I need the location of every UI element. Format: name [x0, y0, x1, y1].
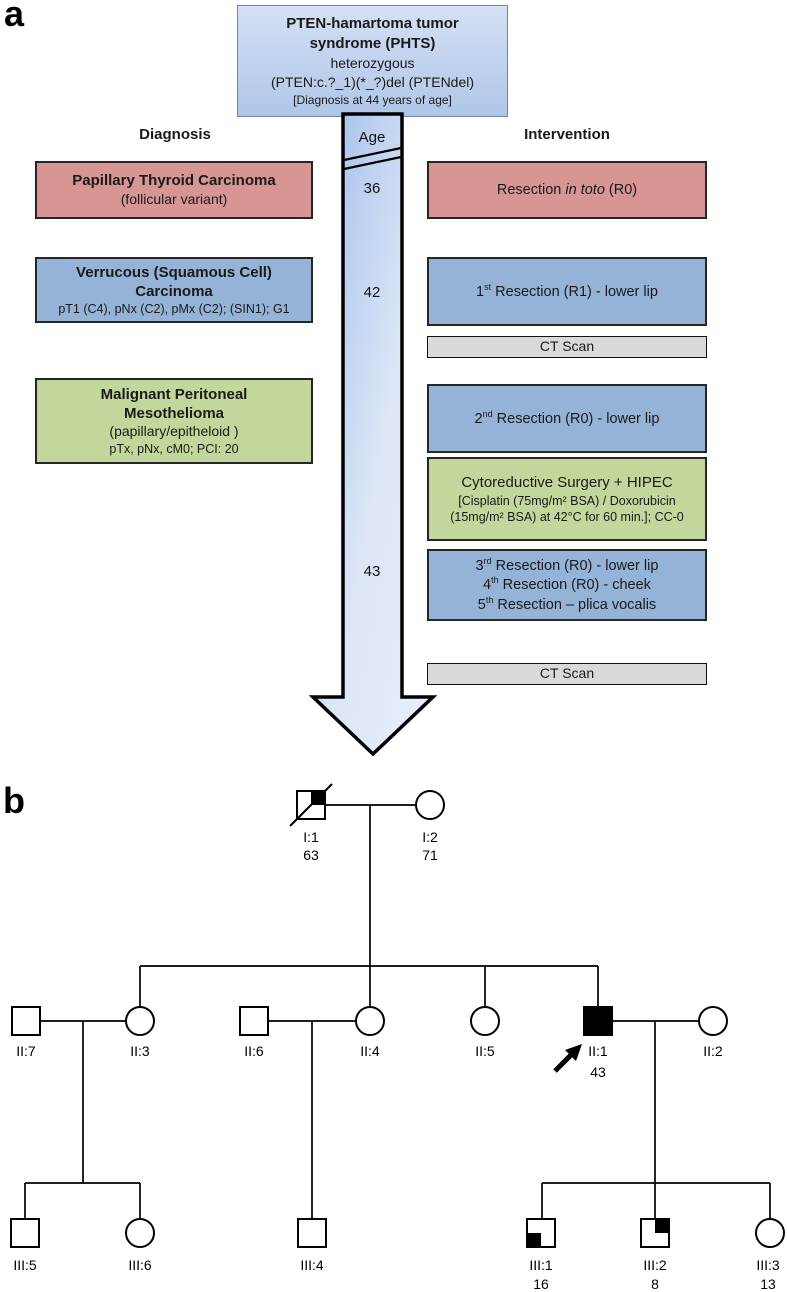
pedigree-id-III1: III:1 — [529, 1257, 553, 1273]
pedigree-id-II7: II:7 — [16, 1043, 36, 1059]
pedigree-age-III2: 8 — [651, 1276, 659, 1292]
pedigree-id-II1: II:1 — [588, 1043, 608, 1059]
pedigree-age-I2: 71 — [422, 847, 438, 863]
diagnosis-title: Malignant Peritoneal — [100, 385, 248, 403]
phts-title-line1: PTEN-hamartoma tumor — [286, 14, 459, 32]
pedigree-symbol-II5-female — [470, 1006, 500, 1036]
hipec-title: Cytoreductive Surgery + HIPEC — [461, 474, 673, 492]
pedigree-symbol-III5-male — [10, 1218, 40, 1248]
pedigree-age-III1: 16 — [533, 1276, 549, 1292]
axis-break-line-2 — [343, 155, 402, 171]
phts-title-line2: syndrome (PHTS) — [309, 35, 436, 53]
pedigree-symbol-III1-male-quadrant — [526, 1218, 556, 1248]
diagnosis-box-papillary-thyroid: Papillary Thyroid Carcinoma (follicular … — [35, 161, 313, 219]
diagnosis-box-peritoneal-mesothelioma: Malignant Peritoneal Mesothelioma (papil… — [35, 378, 313, 464]
pedigree-chart — [10, 783, 785, 1248]
diagnosis-header: Diagnosis — [139, 126, 211, 143]
hipec-detail-1: [Cisplatin (75mg/m² BSA) / Doxorubicin — [458, 493, 676, 508]
pedigree-id-II3: II:3 — [130, 1043, 150, 1059]
intervention-text: Resection in toto (R0) — [496, 181, 638, 198]
phts-line3: heterozygous — [330, 55, 415, 72]
diagnosis-title: Papillary Thyroid Carcinoma — [72, 172, 276, 190]
pedigree-id-III3: III:3 — [756, 1257, 780, 1273]
age-axis-label: Age — [358, 129, 386, 146]
pedigree-id-II5: II:5 — [475, 1043, 495, 1059]
pedigree-symbol-I1-male-deceased-quadrant — [289, 783, 333, 827]
intervention-box-resections-345: 3rd Resection (R0) - lower lip 4th Resec… — [427, 549, 707, 621]
diagnosis-subtitle: (follicular variant) — [120, 190, 228, 207]
axis-break-line-1 — [343, 146, 402, 162]
ct-scan-bar-2: CT Scan — [427, 663, 707, 685]
intervention-box-resection-in-toto: Resection in toto (R0) — [427, 161, 707, 219]
pedigree-id-III5: III:5 — [13, 1257, 37, 1273]
age-42-label: 42 — [363, 284, 381, 301]
pedigree-symbol-II4-female — [355, 1006, 385, 1036]
phts-line5: [Diagnosis at 44 years of age] — [293, 93, 452, 108]
diagnosis-title: Verrucous (Squamous Cell) — [76, 263, 272, 281]
pedigree-symbol-III4-male — [297, 1218, 327, 1248]
intervention-text: 2nd Resection (R0) - lower lip — [474, 408, 660, 427]
intervention-box-resection-1: 1st Resection (R1) - lower lip — [427, 257, 707, 326]
pedigree-symbol-II7-male — [11, 1006, 41, 1036]
pedigree-symbol-I2-female — [415, 790, 445, 820]
intervention-text: 5th Resection – plica vocalis — [477, 594, 657, 613]
phts-line4: (PTEN:c.?_1)(*_?)del (PTENdel) — [270, 74, 475, 91]
ct-scan-bar-1: CT Scan — [427, 336, 707, 358]
age-43-label: 43 — [363, 563, 381, 580]
pedigree-symbol-II2-female — [698, 1006, 728, 1036]
pedigree-age-I1: 63 — [303, 847, 319, 863]
age-36-label: 36 — [363, 180, 381, 197]
age-timeline-arrow — [308, 112, 438, 757]
pedigree-id-I2: I:2 — [422, 829, 438, 845]
pedigree-id-I1: I:1 — [303, 829, 319, 845]
pedigree-id-II4: II:4 — [360, 1043, 380, 1059]
ct-scan-label: CT Scan — [539, 665, 595, 682]
intervention-box-hipec: Cytoreductive Surgery + HIPEC [Cisplatin… — [427, 457, 707, 541]
pedigree-id-III4: III:4 — [300, 1257, 324, 1273]
pedigree-symbol-III6-female — [125, 1218, 155, 1248]
pedigree-age-II1: 43 — [590, 1064, 606, 1080]
proband-arrow-icon — [553, 1044, 582, 1073]
pedigree-id-III2: III:2 — [643, 1257, 667, 1273]
intervention-text: 3rd Resection (R0) - lower lip — [475, 555, 659, 574]
diagnosis-title-2: Carcinoma — [135, 283, 213, 300]
panel-a-label: a — [4, 0, 25, 34]
ct-scan-label: CT Scan — [539, 338, 595, 355]
pedigree-relationship-lines — [24, 804, 771, 1219]
pedigree-symbol-II6-male — [239, 1006, 269, 1036]
intervention-text: 4th Resection (R0) - cheek — [483, 575, 651, 594]
down-arrow-shape — [308, 112, 438, 757]
diagnosis-title-2: Mesothelioma — [123, 405, 225, 423]
pedigree-symbol-II1-male-affected — [583, 1006, 613, 1036]
hipec-detail-2: (15mg/m² BSA) at 42°C for 60 min.]; CC-0 — [450, 509, 684, 524]
diagnosis-box-verrucous-carcinoma: Verrucous (Squamous Cell) Carcinoma pT1 … — [35, 257, 313, 323]
diagnosis-detail: pT1 (C4), pNx (C2), pMx (C2); (SIN1); G1 — [58, 302, 290, 317]
phts-root-box: PTEN-hamartoma tumor syndrome (PHTS) het… — [237, 5, 508, 117]
diagnosis-subtitle: (papillary/epitheloid ) — [109, 423, 239, 440]
pedigree-id-II6: II:6 — [244, 1043, 264, 1059]
diagnosis-detail: pTx, pNx, cM0; PCI: 20 — [109, 442, 239, 457]
pedigree-age-III3: 13 — [760, 1276, 776, 1292]
intervention-box-resection-2: 2nd Resection (R0) - lower lip — [427, 384, 707, 453]
pedigree-symbol-II3-female — [125, 1006, 155, 1036]
intervention-header: Intervention — [524, 126, 610, 143]
pedigree-id-III6: III:6 — [128, 1257, 152, 1273]
pedigree-symbol-III3-female — [755, 1218, 785, 1248]
pedigree-id-II2: II:2 — [703, 1043, 723, 1059]
panel-b-label: b — [3, 780, 25, 821]
pedigree-symbol-III2-male-quadrant — [640, 1218, 670, 1248]
intervention-text: 1st Resection (R1) - lower lip — [476, 281, 658, 300]
